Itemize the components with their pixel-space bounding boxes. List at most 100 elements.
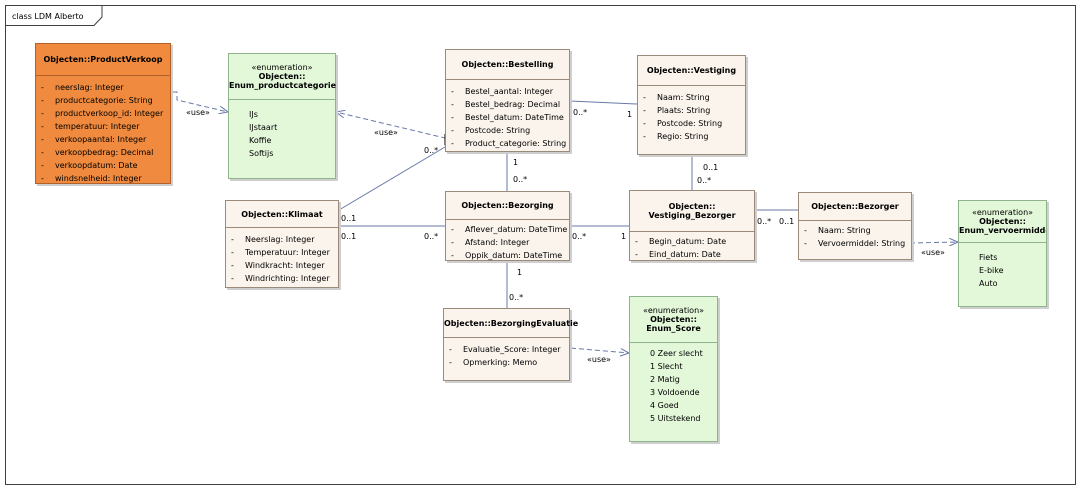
enum-literal: Koffie: [249, 136, 272, 145]
attribute: -Eind_datum: Date: [635, 250, 721, 259]
attribute: -Afstand: Integer: [451, 238, 530, 247]
multiplicity: 1: [621, 232, 627, 241]
class-name: Objecten::Klimaat: [241, 209, 323, 219]
multiplicity: 0..1: [779, 217, 795, 226]
multiplicity: 0..*: [572, 232, 587, 241]
multiplicity: 0..*: [424, 146, 439, 155]
attribute-list: -Neerslag: Integer -Temperatuur: Integer…: [226, 228, 338, 285]
class-name: Objecten::Bezorging: [461, 201, 554, 210]
enum-literal: IJs: [249, 110, 258, 119]
multiplicity: 1: [517, 268, 523, 277]
literal-list: 0 Zeer slecht 1 Slecht 2 Matig 3 Voldoen…: [630, 343, 717, 425]
attribute-list: -Begin_datum: Date -Eind_datum: Date: [630, 232, 754, 261]
class-name: Enum_productcategorie: [229, 81, 337, 90]
multiplicity: 0..1: [341, 214, 357, 223]
enum-productcategorie[interactable]: «enumeration» Objecten:: Enum_productcat…: [228, 53, 336, 179]
attribute-list: -neerslag: Integer -productcategorie: St…: [36, 76, 170, 185]
attribute: -Vervoermiddel: String: [804, 239, 906, 248]
frame-title: class LDM Alberto: [12, 12, 84, 21]
enum-score[interactable]: «enumeration» Objecten:: Enum_Score 0 Ze…: [629, 296, 718, 442]
attribute: -Opmerking: Memo: [449, 358, 538, 367]
class-name: Objecten::: [650, 315, 697, 324]
attribute-list: -Bestel_aantal: Integer -Bestel_bedrag: …: [446, 80, 569, 150]
attribute: -Neerslag: Integer: [231, 235, 315, 244]
attribute: -Regio: String: [643, 132, 709, 141]
attribute: -Postcode: String: [643, 119, 723, 128]
enum-literal: 3 Voldoende: [650, 388, 700, 397]
use-label: «use»: [921, 248, 945, 257]
stereotype: «enumeration»: [642, 306, 705, 315]
multiplicity: 0..*: [757, 217, 772, 226]
multiplicity: 0..*: [573, 108, 588, 117]
class-name: Objecten::Bestelling: [461, 60, 554, 69]
class-vestiging[interactable]: Objecten::Vestiging -Naam: String -Plaat…: [637, 55, 746, 155]
multiplicity: 0..*: [509, 293, 524, 302]
class-name: Vestiging_Bezorger: [648, 211, 736, 220]
enum-literal: Softijs: [249, 149, 274, 158]
class-bezorging[interactable]: Objecten::Bezorging -Aflever_datum: Date…: [445, 191, 570, 261]
attribute-list: -Naam: String -Vervoermiddel: String: [799, 221, 911, 250]
use-label: «use»: [587, 355, 611, 364]
attribute: -Bestel_aantal: Integer: [451, 87, 554, 96]
class-klimaat[interactable]: Objecten::Klimaat -Neerslag: Integer -Te…: [225, 200, 339, 288]
attribute: -temperatuur: Integer: [41, 122, 140, 131]
assoc-bestelling-vestiging: [569, 100, 638, 105]
multiplicity: 1: [513, 158, 519, 167]
attribute: -Naam: String: [643, 93, 710, 102]
attribute: -verkoopbedrag: Decimal: [41, 148, 154, 157]
multiplicity: 0..1: [341, 232, 357, 241]
enum-literal: 1 Slecht: [650, 362, 683, 371]
attribute-list: -Evaluatie_Score: Integer -Opmerking: Me…: [444, 338, 569, 369]
class-bestelling[interactable]: Objecten::Bestelling -Bestel_aantal: Int…: [445, 49, 570, 152]
class-name: Objecten::BezorgingEvaluatie: [444, 318, 579, 328]
enum-literal: Fiets: [979, 253, 998, 262]
class-name: Objecten::: [979, 217, 1026, 226]
enum-literal: 2 Matig: [650, 375, 680, 384]
frame-tab: [6, 6, 103, 26]
multiplicity: 1: [627, 110, 633, 119]
class-name: Objecten::: [668, 202, 716, 211]
class-productverkoop[interactable]: Objecten::ProductVerkoop -neerslag: Inte…: [35, 43, 171, 184]
multiplicity: 0..*: [424, 232, 439, 241]
enum-literal: IJstaart: [249, 123, 278, 132]
attribute: -verkoopdatum: Date: [41, 161, 138, 170]
attribute: -Product_categorie: String: [451, 139, 567, 148]
multiplicity: 0..*: [697, 176, 712, 185]
enum-literal: E-bike: [979, 266, 1004, 275]
literal-list: IJs IJstaart Koffie Softijs: [229, 100, 335, 160]
attribute: -Windrichting: Integer: [231, 274, 330, 283]
multiplicity: 0..1: [703, 163, 719, 172]
attribute: -Bestel_datum: DateTime: [451, 113, 564, 122]
attribute: -productverkoop_id: Integer: [41, 109, 164, 118]
stereotype: «enumeration»: [251, 63, 313, 72]
attribute: -Naam: String: [804, 226, 871, 235]
enum-literal: Auto: [979, 279, 998, 288]
attribute: -Plaats: String: [643, 106, 711, 115]
dep-evaluatie-enum: [560, 342, 629, 353]
enum-literal: 0 Zeer slecht: [650, 349, 703, 358]
attribute: -neerslag: Integer: [41, 83, 124, 92]
class-bezorger[interactable]: Objecten::Bezorger -Naam: String -Vervoe…: [798, 192, 912, 260]
use-label: «use»: [186, 108, 210, 117]
class-name: Enum_vervoermiddel: [959, 226, 1047, 235]
attribute: -Begin_datum: Date: [635, 237, 727, 246]
enum-vervoermiddel[interactable]: «enumeration» Objecten:: Enum_vervoermid…: [958, 200, 1047, 307]
assoc-klimaat-bestelling: [338, 146, 446, 211]
stereotype: «enumeration»: [971, 208, 1034, 217]
class-vestiging-bezorger[interactable]: Objecten:: Vestiging_Bezorger -Begin_dat…: [629, 190, 755, 261]
attribute: -windsnelheid: Integer: [41, 174, 142, 183]
attribute: -Oppik_datum: DateTime: [451, 251, 563, 260]
attribute: -Aflever_datum: DateTime: [451, 225, 568, 234]
literal-list: Fiets E-bike Auto: [959, 243, 1046, 290]
dep-productverkoop-enum: [165, 91, 228, 112]
attribute: -productcategorie: String: [41, 96, 153, 105]
enum-literal: 5 Uitstekend: [650, 414, 701, 423]
class-bezorgingevaluatie[interactable]: Objecten::BezorgingEvaluatie -Evaluatie_…: [443, 308, 579, 381]
class-name: Objecten::ProductVerkoop: [43, 55, 163, 64]
class-name: Objecten::: [258, 72, 306, 81]
enum-literal: 4 Goed: [650, 401, 679, 410]
diagram-frame: class LDM Alberto: [5, 5, 1076, 485]
attribute-list: -Naam: String -Plaats: String -Postcode:…: [638, 86, 745, 143]
attribute: -Temperatuur: Integer: [231, 248, 330, 257]
attribute: -Windkracht: Integer: [231, 261, 325, 270]
